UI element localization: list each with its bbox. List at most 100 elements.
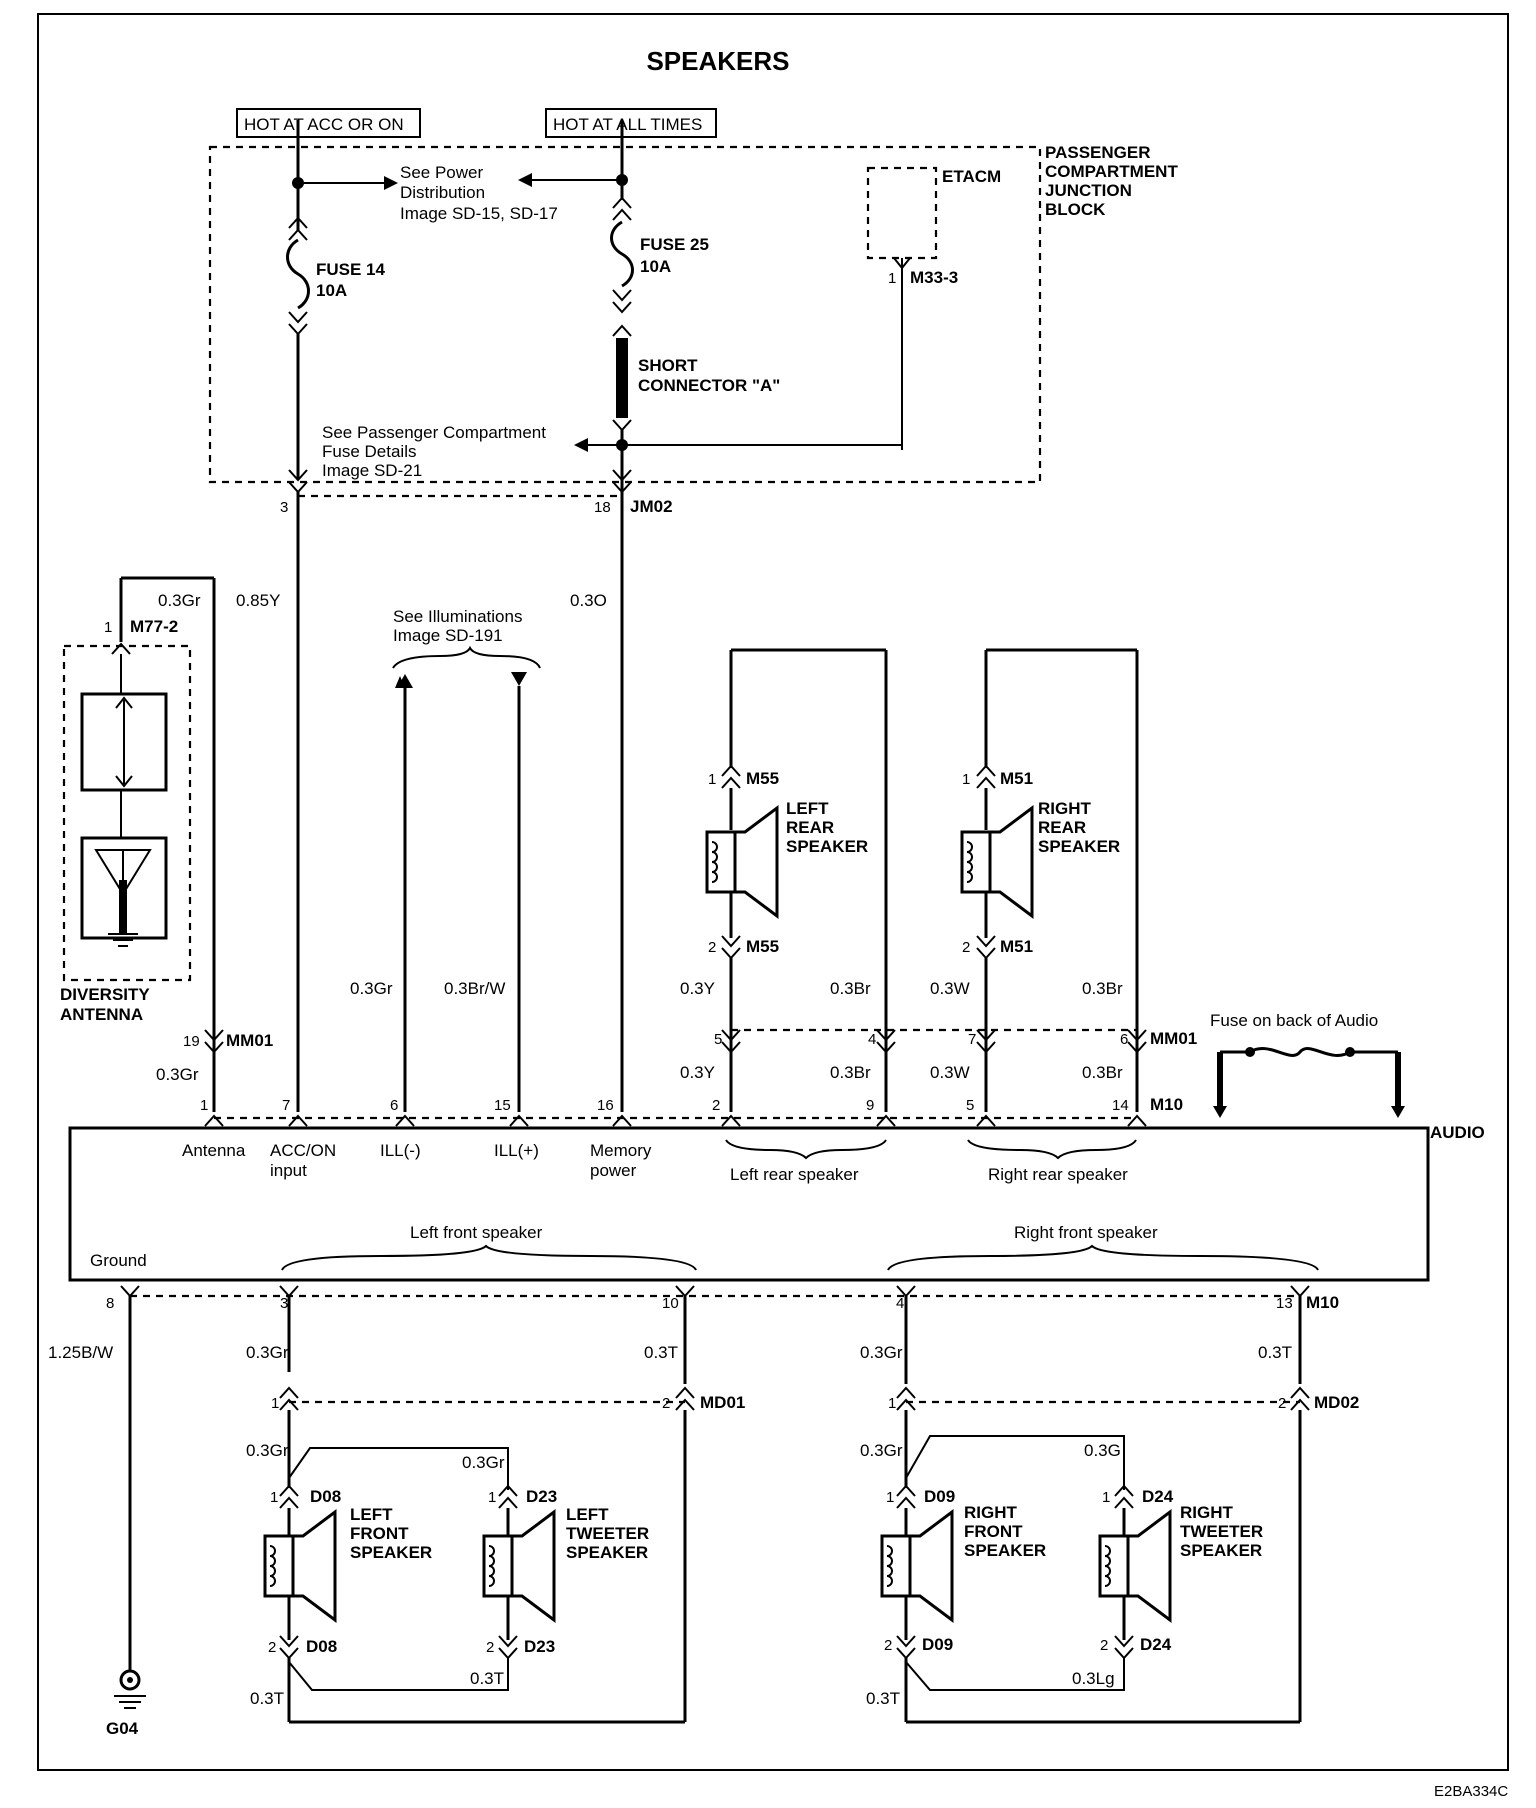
- left-front-speaker-icon: [263, 1510, 337, 1622]
- etacm-label: ETACM: [942, 167, 1001, 186]
- term-memory: Memory power: [590, 1141, 656, 1180]
- lr-pin1: 1: [708, 771, 716, 788]
- lf-conn1: D08: [310, 1487, 341, 1506]
- m10-pin-5: 5: [966, 1097, 974, 1114]
- see-power-note: See Power Distribution Image SD-15, SD-1…: [400, 163, 558, 223]
- term-ill-minus: ILL(-): [380, 1141, 421, 1160]
- lr-conn1: M55: [746, 769, 779, 788]
- hot-acc-label: HOT AT ACC OR ON: [244, 115, 404, 134]
- m10-pin-16: 16: [597, 1097, 614, 1114]
- audio-label: AUDIO: [1430, 1123, 1485, 1142]
- lr-pin2: 2: [708, 939, 716, 956]
- rt-pin2: 2: [1100, 1637, 1108, 1654]
- lf-pin2: 2: [268, 1639, 276, 1656]
- rt-conn2: D24: [1140, 1635, 1172, 1654]
- m10-pin-15: 15: [494, 1097, 511, 1114]
- right-tweeter-label: RIGHT TWEETER SPEAKER: [1180, 1503, 1268, 1560]
- short-connector-label: SHORT CONNECTOR "A": [638, 356, 780, 395]
- antenna-element: [80, 836, 168, 940]
- ground-terminal: Ground: [90, 1251, 147, 1270]
- mm01-pin-4: 4: [868, 1031, 876, 1048]
- left-rear-terminal: Left rear speaker: [730, 1165, 859, 1184]
- ground-id: G04: [106, 1719, 139, 1738]
- m10-pin-7: 7: [282, 1097, 290, 1114]
- left-tweeter-speaker-icon: [482, 1510, 556, 1622]
- short-connector-a: [616, 338, 628, 418]
- antenna-wire: 0.3Gr: [158, 591, 201, 610]
- wire-03o: 0.3O: [570, 591, 607, 610]
- lt-conn1: D23: [526, 1487, 557, 1506]
- rear-wire-2: 0.3Br: [830, 979, 871, 998]
- rf-gr-wire: 0.3Gr: [860, 1343, 903, 1362]
- ground-wire: 1.25B/W: [48, 1343, 113, 1362]
- rf-out-wire: 0.3T: [866, 1689, 900, 1708]
- junction-block-outline: [208, 145, 1042, 484]
- lt-conn2: D23: [524, 1637, 555, 1656]
- audio-unit: [68, 1126, 1430, 1282]
- mm01-pin-5: 5: [714, 1031, 722, 1048]
- md01-pin1: 1: [271, 1395, 279, 1412]
- lr-conn2: M55: [746, 937, 779, 956]
- rt-out-wire: 0.3Lg: [1072, 1669, 1115, 1688]
- m10-top-pins: [204, 1114, 1147, 1127]
- md02-pin1: 1: [888, 1395, 896, 1412]
- m10b-pin-8: 8: [106, 1295, 114, 1312]
- wire-ill-minus: 0.3Gr: [350, 979, 393, 998]
- m10-top-connector: M10: [1150, 1095, 1183, 1114]
- mm01-ant-conn: MM01: [226, 1031, 273, 1050]
- mm01-ant-pin: 19: [183, 1033, 200, 1050]
- wire-ill-plus: 0.3Br/W: [444, 979, 505, 998]
- md02-pin2: 2: [1278, 1395, 1286, 1412]
- right-front-speaker-icon: [880, 1510, 954, 1622]
- jm02-pin-3: 3: [280, 499, 288, 516]
- lf-pin1: 1: [270, 1489, 278, 1506]
- left-rear-label: LEFT REAR SPEAKER: [786, 799, 868, 856]
- rt-pin1: 1: [1102, 1489, 1110, 1506]
- see-illum-note: See Illuminations Image SD-191: [393, 607, 527, 645]
- hot-all-box: [545, 108, 717, 138]
- wire-085y: 0.85Y: [236, 591, 280, 610]
- lf-in-wire: 0.3Gr: [246, 1441, 289, 1460]
- fuse14-symbol: [286, 238, 310, 310]
- right-rear-label: RIGHT REAR SPEAKER: [1038, 799, 1120, 856]
- m10-pin-6: 6: [390, 1097, 398, 1114]
- mm01-ant-wire: 0.3Gr: [156, 1065, 199, 1084]
- term-acc: ACC/ON input: [270, 1141, 341, 1180]
- fuse14-label: FUSE 14 10A: [316, 260, 390, 300]
- figure-code: E2BA334C: [1434, 1783, 1508, 1800]
- jm02-connector: JM02: [630, 497, 673, 516]
- right-front-label: RIGHT FRONT SPEAKER: [964, 1503, 1046, 1560]
- lf-out-wire: 0.3T: [250, 1689, 284, 1708]
- right-front-terminal: Right front speaker: [1014, 1223, 1158, 1242]
- fuse-audio-label: Fuse on back of Audio: [1210, 1011, 1378, 1030]
- md01-connector: MD01: [700, 1393, 745, 1412]
- lf-conn2: D08: [306, 1637, 337, 1656]
- rear-wire-3: 0.3W: [930, 979, 970, 998]
- lt-pin2: 2: [486, 1639, 494, 1656]
- rf-pin2: 2: [884, 1637, 892, 1654]
- left-rear-speaker-icon: [705, 806, 779, 918]
- rf-conn1: D09: [924, 1487, 955, 1506]
- lt-out-wire: 0.3T: [470, 1669, 504, 1688]
- antenna-module-outline: [62, 644, 192, 982]
- rf-in-wire: 0.3Gr: [860, 1441, 903, 1460]
- m10-wire-1: 0.3Y: [680, 1063, 715, 1082]
- left-tweeter-label: LEFT TWEETER SPEAKER: [566, 1505, 654, 1562]
- m10-wire-3: 0.3W: [930, 1063, 970, 1082]
- lf-t-wire: 0.3T: [644, 1343, 678, 1362]
- mm01-pin-7: 7: [968, 1031, 976, 1048]
- rf-t-wire: 0.3T: [1258, 1343, 1292, 1362]
- hot-acc-box: [236, 108, 421, 138]
- lt-in-wire: 0.3Gr: [462, 1453, 505, 1472]
- md02-connector: MD02: [1314, 1393, 1359, 1412]
- m10-pin-2: 2: [712, 1097, 720, 1114]
- rr-conn2: M51: [1000, 937, 1033, 956]
- m10b-pin-10: 10: [662, 1295, 679, 1312]
- right-rear-speaker-icon: [960, 806, 1034, 918]
- rf-conn2: D09: [922, 1635, 953, 1654]
- mm01-connector: MM01: [1150, 1029, 1197, 1048]
- ground-symbol: [119, 1669, 141, 1691]
- left-front-label: LEFT FRONT SPEAKER: [350, 1505, 432, 1562]
- hot-all-label: HOT AT ALL TIMES: [553, 115, 702, 134]
